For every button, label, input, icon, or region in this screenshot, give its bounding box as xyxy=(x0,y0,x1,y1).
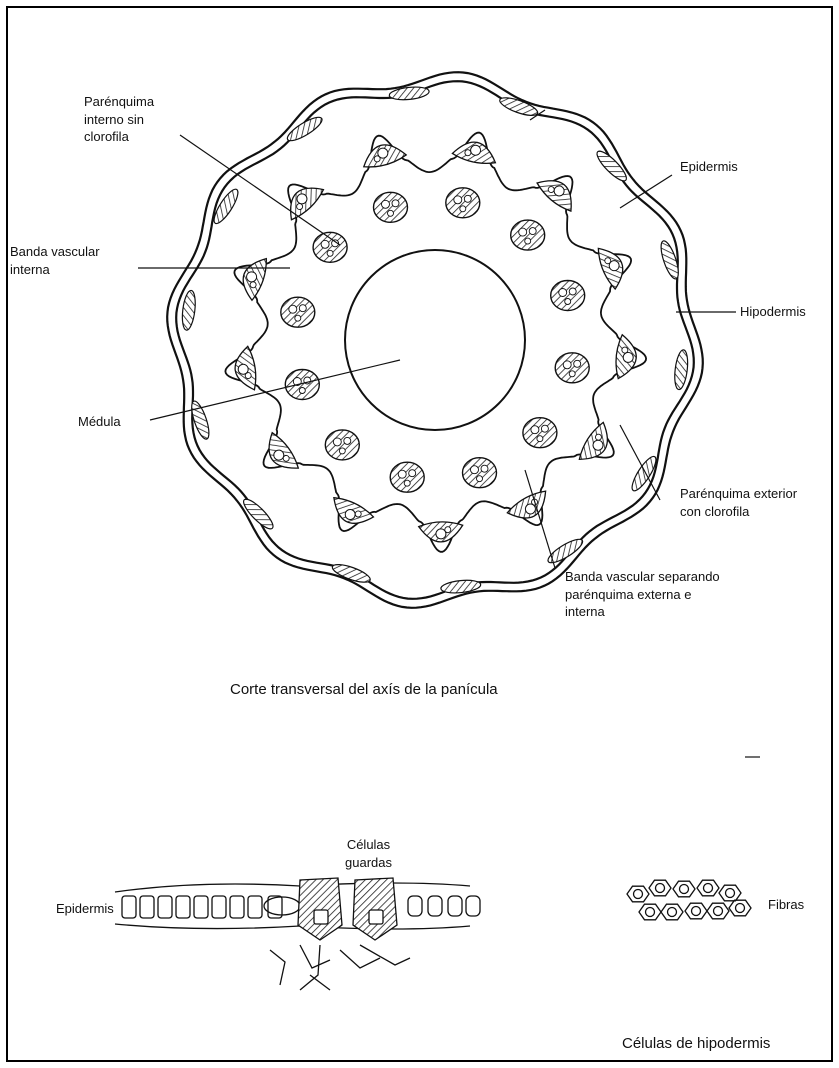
epidermal-cell xyxy=(158,896,172,918)
hypodermis-fiber-cell xyxy=(639,904,661,920)
vascular-band-bundle xyxy=(327,494,375,531)
inner-vascular-bundle xyxy=(555,353,589,383)
epidermal-cell xyxy=(248,896,262,918)
inner-vascular-bundle xyxy=(374,192,408,222)
hypodermis-fiber-cell xyxy=(649,880,671,896)
label-epidermis: Epidermis xyxy=(680,158,738,176)
inner-vascular-bundle xyxy=(390,462,424,492)
epidermis-lower-edge xyxy=(115,924,470,929)
hypodermis-fiber-cell xyxy=(719,885,741,901)
hypodermis-fiber-cell xyxy=(729,900,751,916)
guard-cell xyxy=(298,878,342,940)
epidermal-cell xyxy=(176,896,190,918)
epidermis-detail xyxy=(115,878,480,990)
epidermal-cell xyxy=(194,896,208,918)
label-medula: Médula xyxy=(78,413,121,431)
hypodermis-patch xyxy=(285,113,325,144)
label-epidermis-detail: Epidermis xyxy=(56,900,114,918)
inner-vascular-bundle xyxy=(313,232,347,262)
epidermis-upper-edge xyxy=(115,883,470,892)
hypodermis-fiber-cell xyxy=(661,904,683,920)
inner-vascular-bundle xyxy=(446,188,480,218)
label-banda-vascular-interna: Banda vascular interna xyxy=(10,243,100,278)
label-celulas-guardas: Células guardas xyxy=(345,836,392,871)
inner-vascular-bundle xyxy=(281,297,315,327)
label-parenquima-interno: Parénquima interno sin clorofila xyxy=(84,93,154,146)
caption-hipodermis: Células de hipodermis xyxy=(622,1034,770,1054)
epidermal-cell xyxy=(428,896,442,916)
epidermal-cell xyxy=(140,896,154,918)
hypodermis-fiber-cell xyxy=(707,903,729,919)
caption-main: Corte transversal del axís de la panícul… xyxy=(230,680,498,700)
hypodermis-detail xyxy=(627,880,751,920)
hypodermis-fiber-cell xyxy=(627,886,649,902)
epidermal-cell xyxy=(448,896,462,916)
vascular-band-bundle xyxy=(280,178,326,223)
hypodermis-patch xyxy=(545,535,585,566)
vascular-band-bundle xyxy=(505,488,553,527)
vascular-band-bundle xyxy=(232,346,258,393)
inner-vascular-bundle xyxy=(523,418,557,448)
label-parenquima-exterior: Parénquima exterior con clorofila xyxy=(680,485,797,520)
mesophyll-branching-lines xyxy=(270,945,410,990)
label-banda-vascular-separando: Banda vascular separando parénquima exte… xyxy=(565,568,720,621)
hypodermis-patch xyxy=(180,290,197,331)
inner-vascular-bundle xyxy=(551,281,585,311)
vascular-band-bundle xyxy=(359,140,407,171)
vascular-band-bundle xyxy=(535,171,582,215)
vascular-band-bundle xyxy=(419,521,464,542)
hypodermis-fiber-cell xyxy=(673,881,695,897)
medulla-circle xyxy=(345,250,525,430)
epidermal-cell xyxy=(408,896,422,916)
epidermal-cell xyxy=(212,896,226,918)
inner-vascular-bundle xyxy=(511,220,545,250)
epidermal-cell xyxy=(466,896,480,916)
hypodermis-patch xyxy=(673,349,690,390)
vascular-band-bundle xyxy=(237,253,270,301)
label-hipodermis: Hipodermis xyxy=(740,303,806,321)
guard-cell xyxy=(353,878,397,940)
hypodermis-fiber-cell xyxy=(685,903,707,919)
epidermal-cell xyxy=(122,896,136,918)
inner-vascular-bundle xyxy=(463,458,497,488)
inner-vascular-bundle xyxy=(285,370,319,400)
hypodermis-fiber-cell xyxy=(697,880,719,896)
inner-vascular-bundle xyxy=(325,430,359,460)
vascular-band-bundle xyxy=(452,138,499,167)
vascular-band-bundle xyxy=(614,334,638,380)
epidermal-cell xyxy=(230,896,244,918)
label-fibras: Fibras xyxy=(768,896,804,914)
vascular-band-bundle xyxy=(595,242,630,290)
